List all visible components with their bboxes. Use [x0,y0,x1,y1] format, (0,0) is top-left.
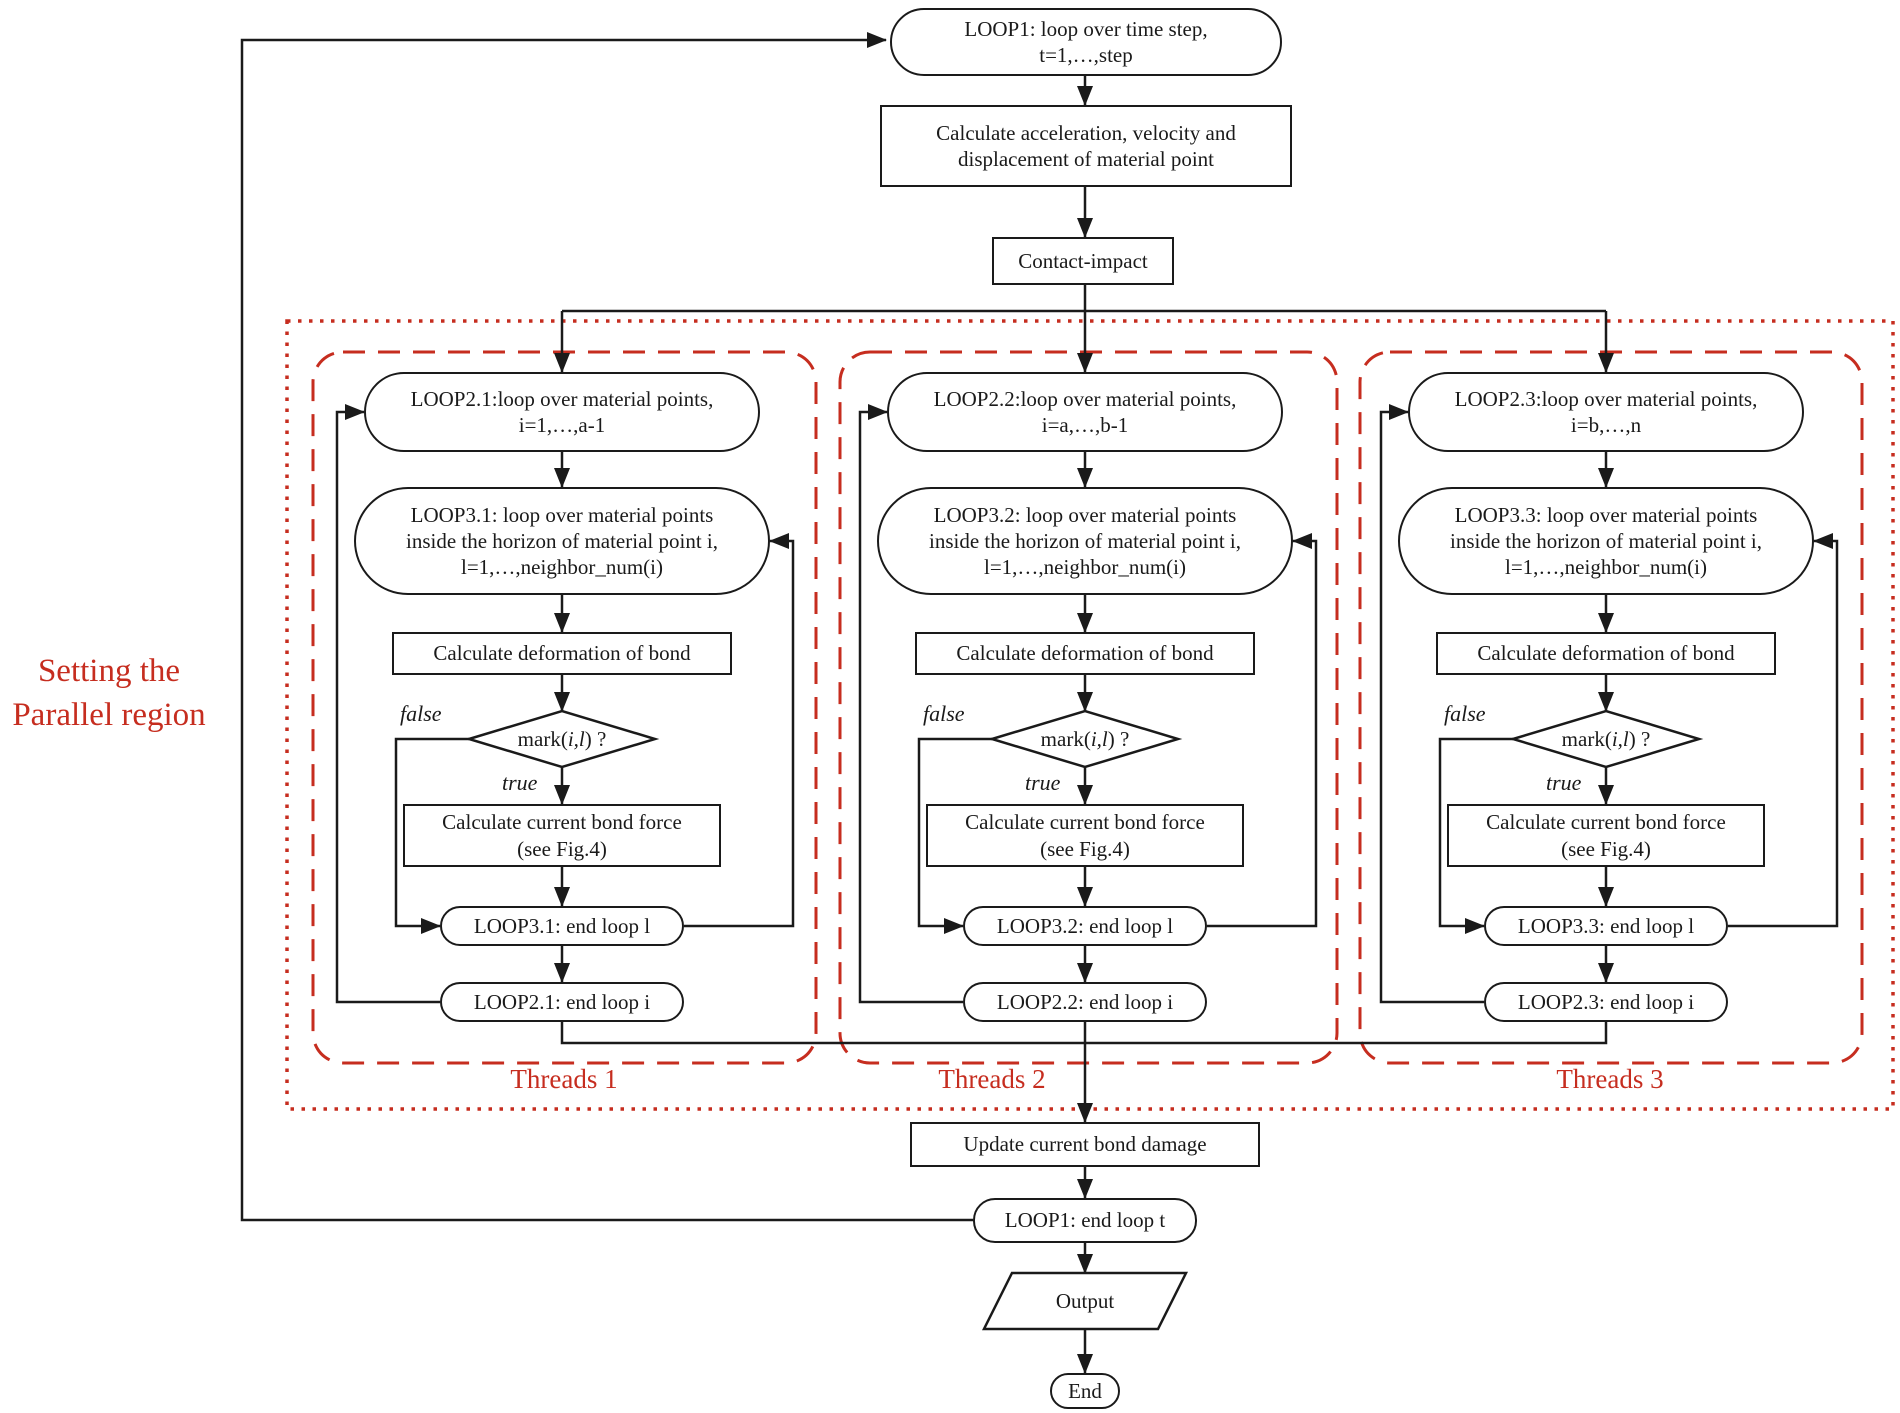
thread3-mark-decision-label: mark(i,l) ? [1561,726,1651,751]
thread2-loop3-end-node: LOOP3.2: end loop l [963,906,1207,946]
thread2-loop3-start-node: LOOP3.2: loop over material points insid… [877,487,1293,595]
calc-acceleration-node: Calculate acceleration, velocity and dis… [880,105,1292,187]
update-bond-damage-node: Update current bond damage [910,1122,1260,1167]
output-parallelogram [981,1271,1189,1331]
thread2-dashed-box [838,350,1339,1065]
thread2-bond-force-node: Calculate current bond force (see Fig.4) [926,804,1244,867]
thread1-bond-force-node: Calculate current bond force (see Fig.4) [403,804,721,867]
thread3-loop2-end-node: LOOP2.3: end loop i [1484,982,1728,1022]
thread2-mark-decision-label: mark(i,l) ? [1040,726,1130,751]
parallel-region-outline [285,319,1895,1111]
thread1-true-label: true [502,770,538,795]
thread3-deform-node: Calculate deformation of bond [1436,632,1776,675]
thread3-loop2-start-node: LOOP2.3:loop over material points, i=b,…… [1408,372,1804,452]
thread1-mark-decision-diamond [464,709,660,769]
thread1-label: Threads 1 [510,1064,618,1094]
parallel-region-dotted-box [285,319,1895,1111]
thread2-false-label: false [923,701,965,726]
thread3-label: Threads 3 [1556,1064,1664,1094]
loop1-start-node: LOOP1: loop over time step, t=1,…,step [890,8,1282,76]
thread3-loop3-end-node: LOOP3.3: end loop l [1484,906,1728,946]
thread2-deform-node: Calculate deformation of bond [915,632,1255,675]
contact-impact-node: Contact-impact [992,237,1174,285]
thread1-deform-node: Calculate deformation of bond [392,632,732,675]
thread3-false-label: false [1444,701,1486,726]
thread3-mark-decision-diamond [1508,709,1704,769]
thread1-loop3-end-node: LOOP3.1: end loop l [440,906,684,946]
thread3-true-label: true [1546,770,1582,795]
thread1-dashed-box [311,350,818,1065]
thread2-true-label: true [1025,770,1061,795]
thread3-bond-force-node: Calculate current bond force (see Fig.4) [1447,804,1765,867]
thread1-loop2-start-node: LOOP2.1:loop over material points, i=1,…… [364,372,760,452]
thread1-false-label: false [400,701,442,726]
thread2-mark-decision-diamond [987,709,1183,769]
thread1-mark-decision-label: mark(i,l) ? [517,726,607,751]
thread1-loop3-start-node: LOOP3.1: loop over material points insid… [354,487,770,595]
parallel-region-caption: Setting the Parallel region [12,653,206,733]
thread2-label: Threads 2 [938,1064,1046,1094]
loop1-end-node: LOOP1: end loop t [973,1198,1197,1243]
thread2-loop2-start-node: LOOP2.2:loop over material points, i=a,…… [887,372,1283,452]
thread3-loop3-start-node: LOOP3.3: loop over material points insid… [1398,487,1814,595]
thread1-loop2-end-node: LOOP2.1: end loop i [440,982,684,1022]
thread3-dashed-box [1358,350,1864,1065]
end-node: End [1050,1373,1120,1409]
thread2-loop2-end-node: LOOP2.2: end loop i [963,982,1207,1022]
flow-connectors [240,32,1839,1374]
decision-diamonds [464,709,1704,1331]
output-node-label: Output [1055,1288,1115,1313]
